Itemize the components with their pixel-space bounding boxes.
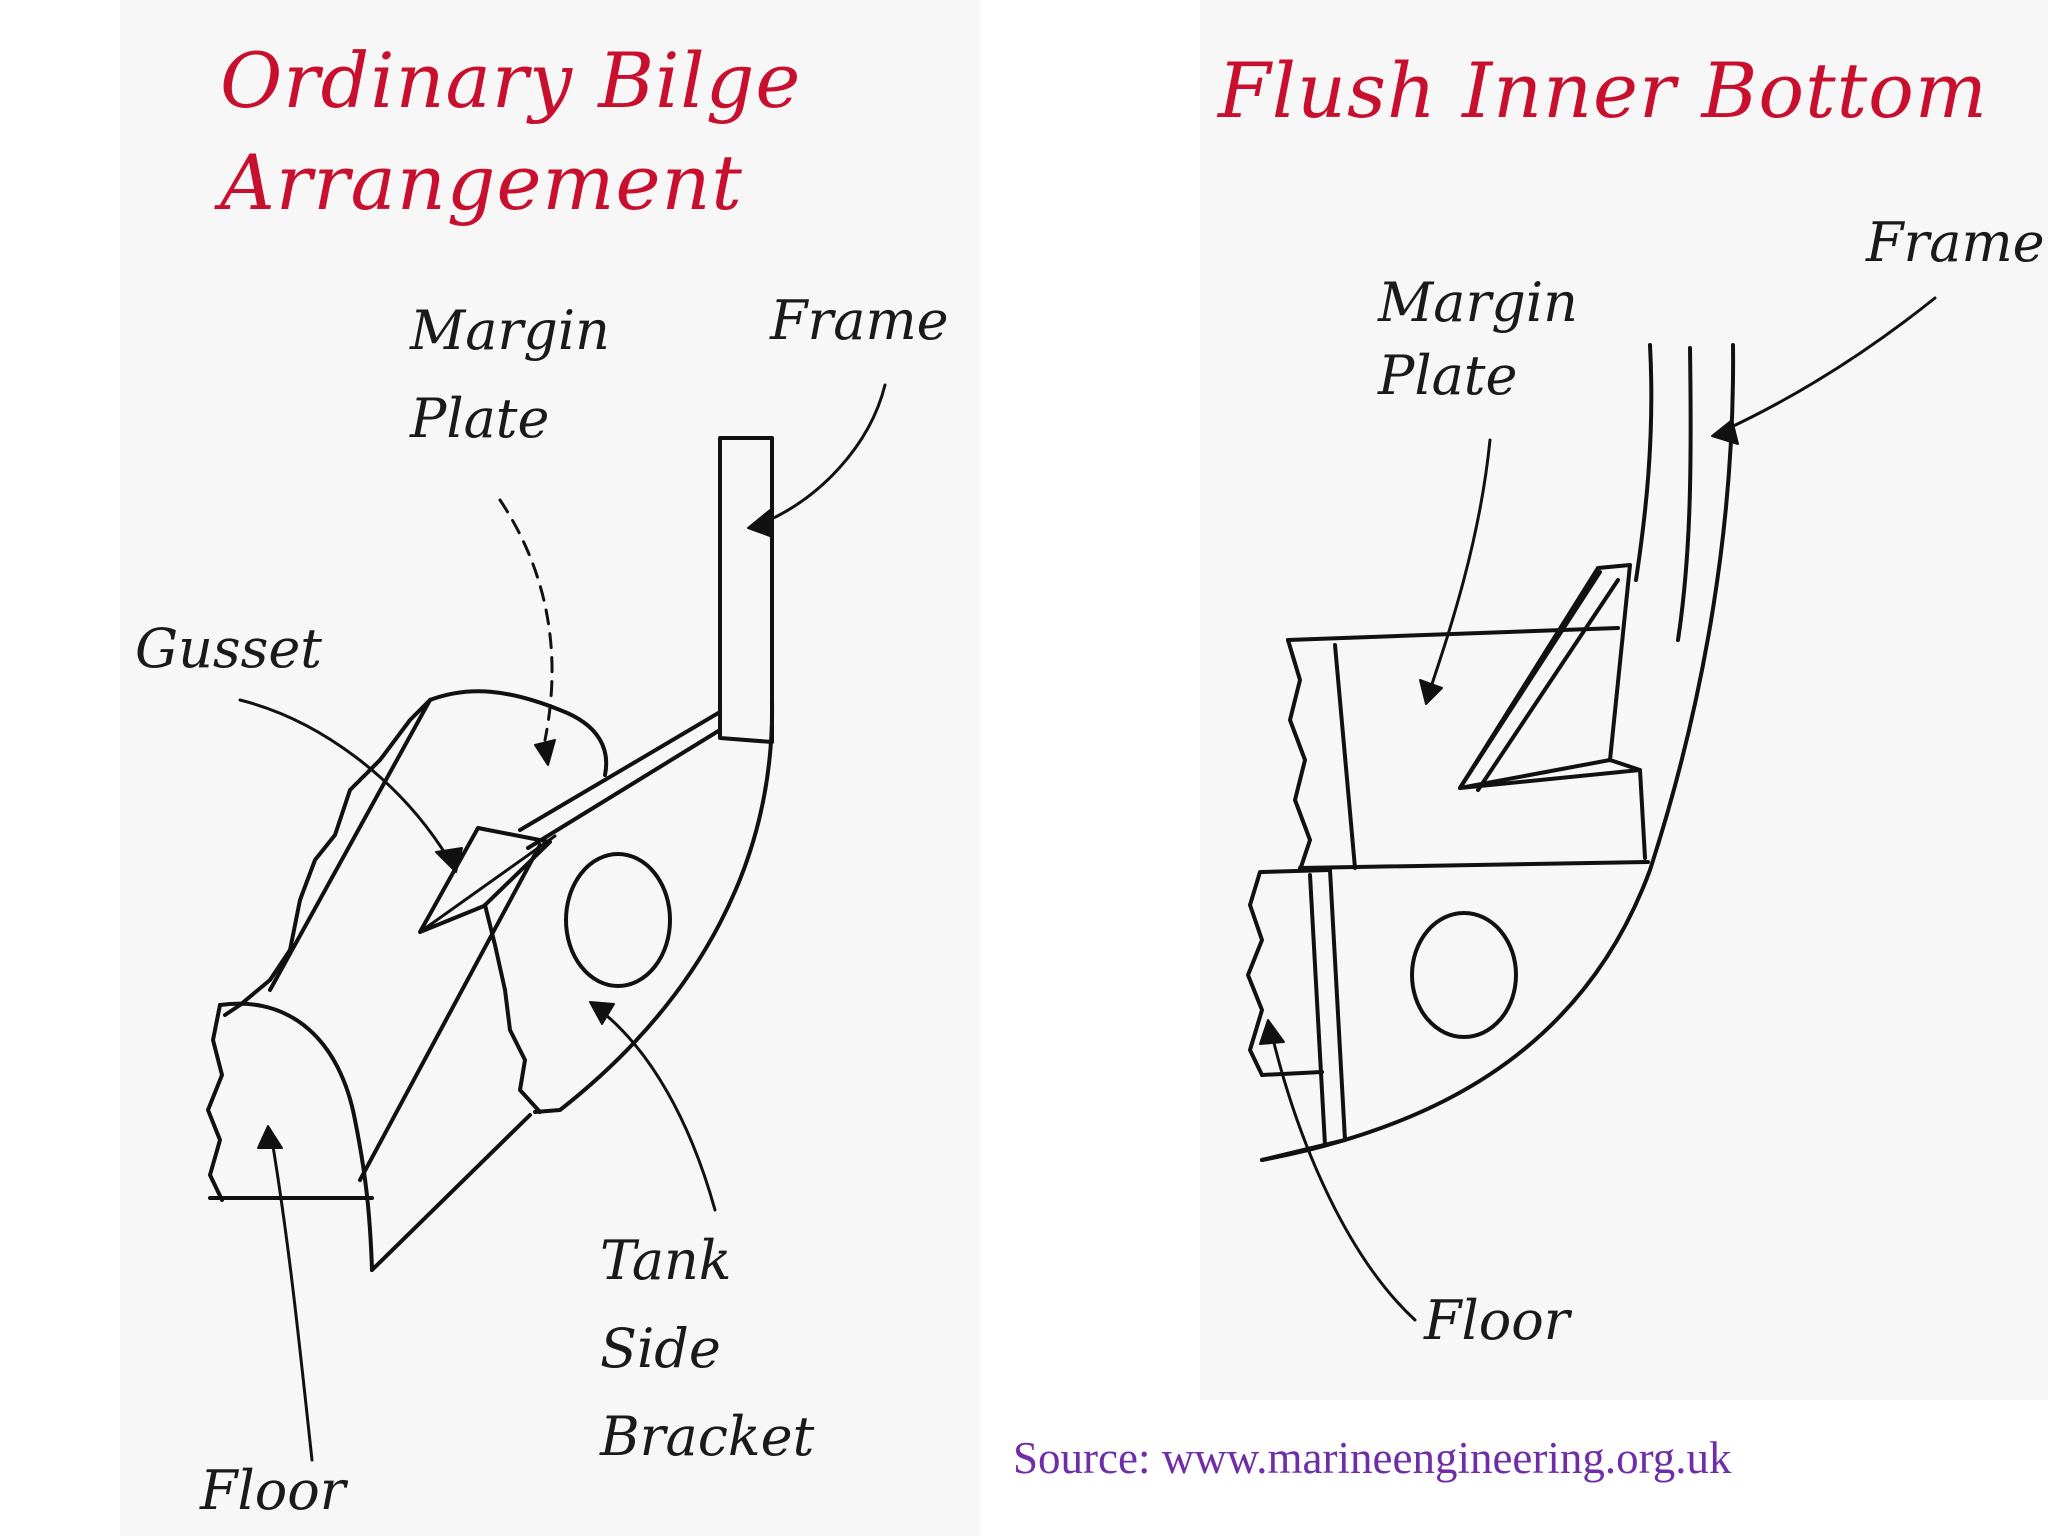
right-structure <box>1246 296 1937 1322</box>
right-margin-plate-torn-left <box>1286 638 1312 872</box>
left-label-tank-side-bracket-line1: Tank <box>600 1229 732 1292</box>
left-margin-plate-torn-left <box>223 698 432 1017</box>
left-label-floor: Floor <box>200 1459 346 1522</box>
right-label-margin-plate-line2: Plate <box>1378 344 1518 407</box>
left-floor-torn-edge <box>206 1003 224 1202</box>
right-frame-leader <box>1723 296 1937 432</box>
left-floor-leader <box>270 1138 314 1462</box>
left-lightening-hole <box>564 852 672 988</box>
left-structure <box>206 383 887 1462</box>
right-label-frame: Frame <box>1866 211 2045 274</box>
left-frame-leader <box>756 383 887 527</box>
left-title-line2: Arrangement <box>220 138 743 227</box>
left-title-line1: Ordinary Bilge <box>220 36 802 125</box>
left-label-margin-plate-line1: Margin <box>410 299 610 362</box>
left-label-tank-side-bracket-line3: Bracket <box>600 1405 815 1468</box>
right-floor-leader <box>1270 1033 1417 1322</box>
right-lightening-hole <box>1410 911 1518 1039</box>
left-label-margin-plate-line2: Plate <box>410 387 550 450</box>
left-panel-background <box>120 0 980 1536</box>
right-label-floor: Floor <box>1424 1289 1570 1352</box>
left-label-gusset: Gusset <box>135 617 322 680</box>
left-bracket-torn-edge <box>483 903 542 1114</box>
right-floor-torn-left <box>1246 870 1264 1077</box>
right-margin-plate-top <box>1286 626 1620 642</box>
left-margin-plate-leader <box>498 498 554 742</box>
left-frame-bar <box>718 436 774 744</box>
right-label-margin-plate-line1: Margin <box>1378 271 1578 334</box>
left-label-frame: Frame <box>770 289 949 352</box>
left-floor-curve <box>218 1001 374 1272</box>
right-frame-line-outer <box>1260 343 1736 1162</box>
gusset-leader <box>238 698 450 860</box>
right-margin-plate-leader <box>1428 438 1492 692</box>
right-title: Flush Inner Bottom <box>1218 46 1988 135</box>
tank-side-bracket-leader <box>598 1008 717 1212</box>
right-margin-bracket <box>1458 563 1647 860</box>
left-margin-plate-top <box>428 689 609 777</box>
left-bracket-outline <box>533 698 775 1114</box>
source-credit: Source: www.marineengineering.org.uk <box>1013 1433 1732 1483</box>
left-label-tank-side-bracket-line2: Side <box>600 1317 721 1380</box>
